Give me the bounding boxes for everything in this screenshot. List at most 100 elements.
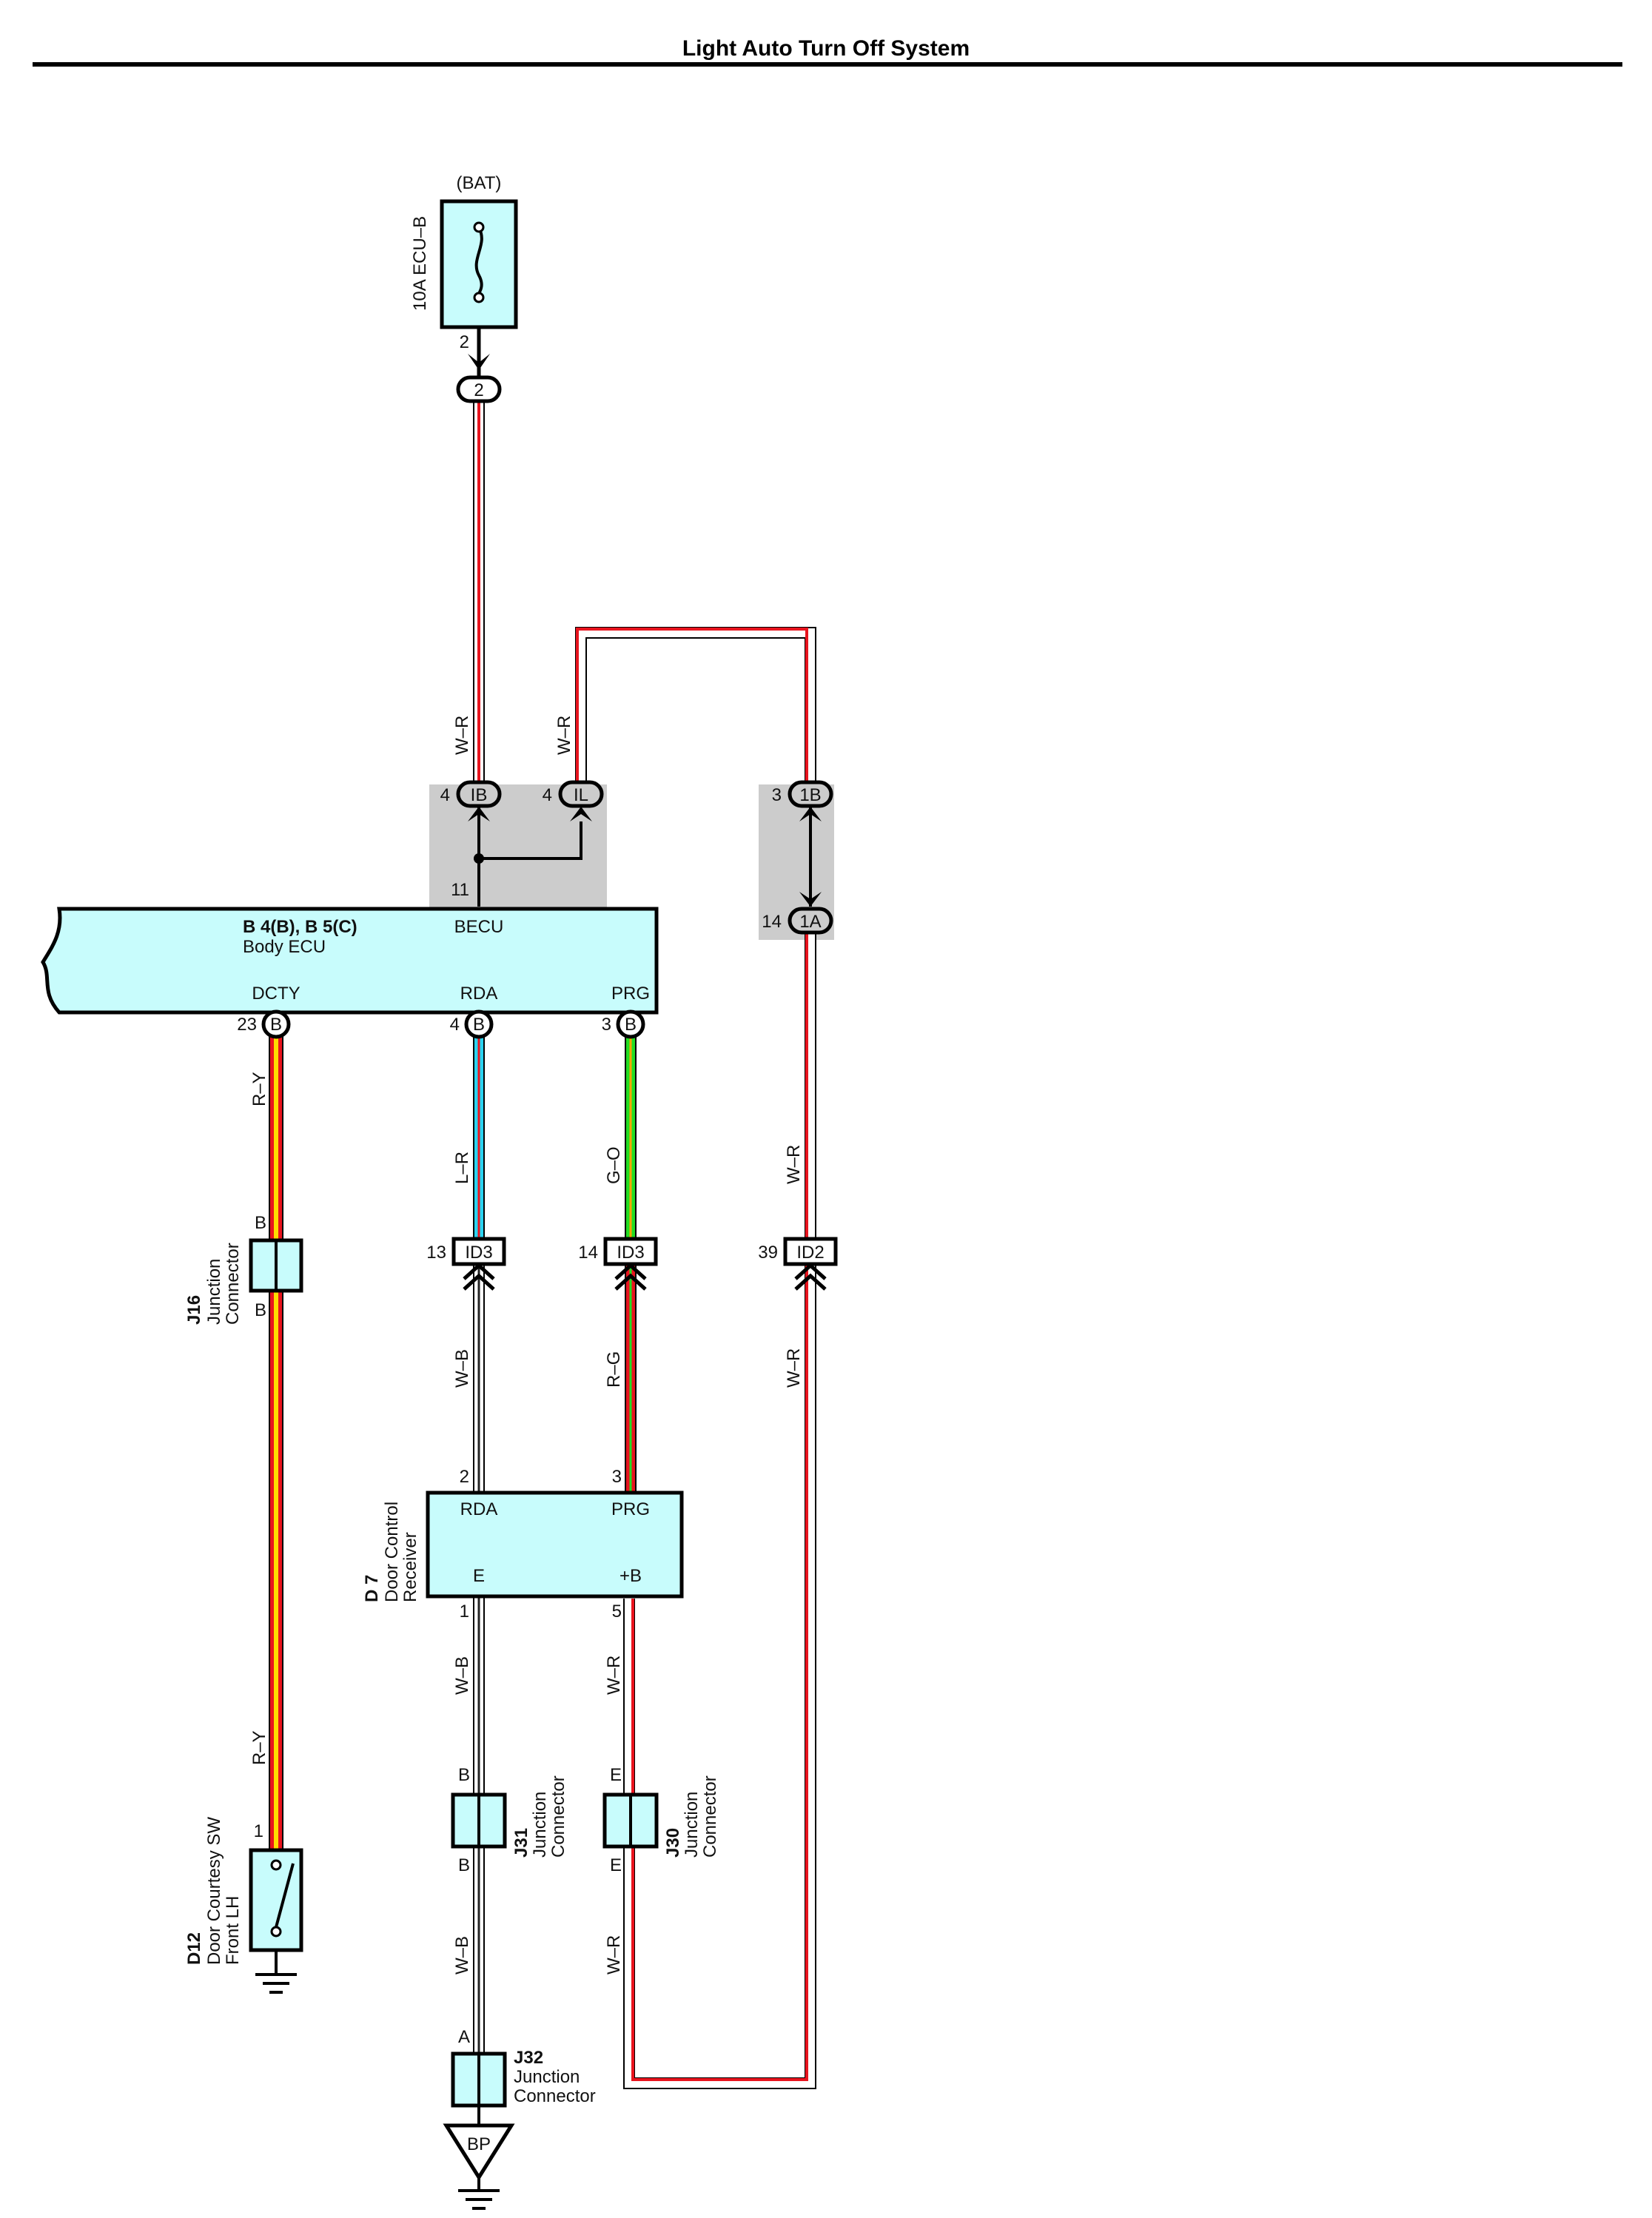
j31-junction-connector: B B J31 Junction Connector <box>451 1765 568 1875</box>
svg-text:39: 39 <box>758 1243 778 1263</box>
svg-text:E: E <box>473 1566 485 1586</box>
splice-point <box>474 853 484 864</box>
connector-arrow-icon <box>799 807 822 821</box>
svg-text:4: 4 <box>450 1015 460 1035</box>
svg-text:13: 13 <box>426 1243 446 1263</box>
ground-bp: BP <box>443 2106 515 2210</box>
svg-text:Junction: Junction <box>514 2067 580 2087</box>
d12-door-courtesy-switch: 1 D12 Door Courtesy SW Front LH <box>184 1817 303 1994</box>
svg-text:B: B <box>458 1765 470 1785</box>
svg-text:R–Y: R–Y <box>249 1730 269 1765</box>
connector-1b: 1B 3 <box>772 780 833 808</box>
svg-text:Connector: Connector <box>223 1243 243 1325</box>
svg-text:3: 3 <box>612 1467 622 1487</box>
svg-text:W–R: W–R <box>784 1348 804 1388</box>
svg-text:E: E <box>610 1765 622 1785</box>
j30-junction-connector: E E J30 Junction Connector <box>602 1765 720 1875</box>
svg-text:Connector: Connector <box>700 1775 720 1858</box>
svg-text:L–R: L–R <box>452 1152 472 1184</box>
svg-text:RDA: RDA <box>460 984 498 1004</box>
svg-text:14: 14 <box>762 912 782 932</box>
svg-text:W–B: W–B <box>452 1349 472 1388</box>
body-ecu-pin-dcty: B 23 <box>237 1009 291 1039</box>
title-rule <box>33 62 1622 67</box>
fuse-box <box>440 199 518 329</box>
svg-text:1B: 1B <box>799 785 821 805</box>
body-ecu-name: Body ECU <box>243 937 326 957</box>
fuse-name: 10A ECU–B <box>410 216 430 311</box>
svg-text:Door Control: Door Control <box>382 1502 402 1602</box>
svg-text:A: A <box>458 2027 470 2047</box>
svg-text:W–R: W–R <box>784 1145 804 1184</box>
svg-text:4: 4 <box>440 785 450 805</box>
double-chevron-icon <box>794 1263 827 1291</box>
svg-text:1: 1 <box>254 1821 263 1841</box>
svg-text:J16: J16 <box>184 1295 204 1325</box>
svg-text:IL: IL <box>574 785 588 805</box>
svg-text:W–R: W–R <box>604 1656 624 1695</box>
svg-text:11: 11 <box>451 880 469 900</box>
svg-text:W–R: W–R <box>604 1935 624 1975</box>
double-chevron-icon <box>463 1263 495 1291</box>
svg-text:B: B <box>255 1213 266 1233</box>
svg-text:B: B <box>255 1300 266 1320</box>
connector-arrow-icon <box>468 354 490 370</box>
svg-text:1: 1 <box>460 1602 469 1622</box>
svg-text:IB: IB <box>471 785 488 805</box>
svg-text:R–Y: R–Y <box>249 1072 269 1106</box>
svg-text:W–R: W–R <box>452 716 472 755</box>
svg-text:Junction: Junction <box>682 1792 702 1858</box>
fuse-10a-ecu-b: (BAT) 10A ECU–B 2 2 <box>410 173 518 403</box>
svg-text:PRG: PRG <box>611 1499 650 1519</box>
svg-text:1A: 1A <box>799 912 821 932</box>
svg-text:D12: D12 <box>184 1932 204 1965</box>
svg-text:G–O: G–O <box>604 1146 624 1184</box>
svg-text:Junction: Junction <box>204 1259 224 1325</box>
inline-connector-id3-prg: ID3 14 <box>578 1237 658 1291</box>
svg-text:E: E <box>610 1855 622 1875</box>
svg-text:Front LH: Front LH <box>223 1896 243 1965</box>
svg-text:14: 14 <box>578 1243 598 1263</box>
svg-text:3: 3 <box>772 785 782 805</box>
body-ecu-code: B 4(B), B 5(C) <box>243 917 357 937</box>
body-ecu-pin-rda: B 4 <box>450 1009 494 1039</box>
svg-text:Door Courtesy SW: Door Courtesy SW <box>204 1817 224 1965</box>
svg-text:B: B <box>458 1855 470 1875</box>
svg-text:RDA: RDA <box>460 1499 498 1519</box>
fuse-connector <box>456 375 502 403</box>
svg-text:B: B <box>270 1015 282 1035</box>
d7-door-control-receiver: 2 3 RDA PRG E +B 1 5 D 7 Door Control Re… <box>362 1467 684 1622</box>
svg-text:D 7: D 7 <box>362 1575 382 1602</box>
connector-ib: IB 4 <box>440 780 502 821</box>
svg-text:J31: J31 <box>511 1828 531 1858</box>
svg-text:Connector: Connector <box>548 1775 568 1858</box>
svg-text:ID2: ID2 <box>796 1243 824 1263</box>
svg-text:J30: J30 <box>663 1828 683 1858</box>
page-title: Light Auto Turn Off System <box>682 36 970 61</box>
svg-text:PRG: PRG <box>611 984 650 1004</box>
fuse-connector-label: 2 <box>474 380 483 400</box>
double-chevron-icon <box>614 1263 647 1291</box>
ground-icon <box>458 2189 500 2210</box>
inline-connector-id3-rda: ID3 13 <box>426 1237 506 1291</box>
svg-text:Receiver: Receiver <box>400 1532 420 1602</box>
svg-text:23: 23 <box>237 1015 257 1035</box>
svg-text:B: B <box>473 1015 485 1035</box>
svg-text:BP: BP <box>467 2134 491 2154</box>
svg-text:2: 2 <box>460 1467 469 1487</box>
svg-text:4: 4 <box>543 785 552 805</box>
connector-il: IL 4 <box>543 780 604 821</box>
svg-text:W–B: W–B <box>452 1656 472 1695</box>
ground-point-icon <box>443 2123 515 2181</box>
svg-text:3: 3 <box>602 1015 611 1035</box>
fuse-source: (BAT) <box>457 173 502 193</box>
connector-1a: 1A 14 <box>762 907 833 935</box>
svg-text:B: B <box>625 1015 637 1035</box>
inline-connector-id2: ID2 39 <box>758 1237 838 1291</box>
connector-arrow-icon <box>799 892 822 907</box>
svg-text:DCTY: DCTY <box>252 984 300 1004</box>
svg-text:W–B: W–B <box>452 1936 472 1975</box>
body-ecu-pin-prg: B 3 <box>602 1009 645 1039</box>
ground-icon <box>255 1973 297 1994</box>
